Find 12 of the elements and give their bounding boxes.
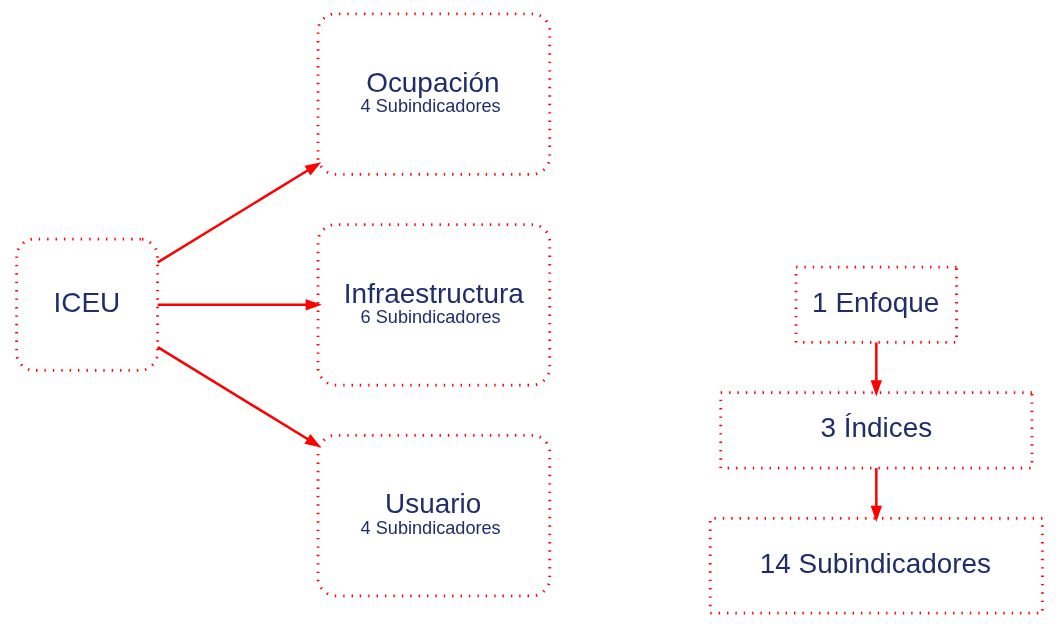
node-box: 1 Enfoque: [794, 265, 958, 344]
node-box: Infraestructura 6 Subindicadores: [316, 223, 551, 387]
node-box: ICEU: [14, 237, 159, 372]
arrow: [156, 346, 321, 448]
arrow: [157, 299, 322, 311]
arrow: [156, 162, 321, 264]
node-box: Usuario 4 Subindicadores: [316, 433, 551, 598]
node-box: Ocupación 4 Subindicadores: [316, 12, 551, 176]
arrow: [870, 468, 882, 522]
node-box: 3 Índices: [718, 391, 1033, 470]
arrow: [870, 342, 882, 397]
node-box: 14 Subindicadores: [708, 516, 1044, 615]
